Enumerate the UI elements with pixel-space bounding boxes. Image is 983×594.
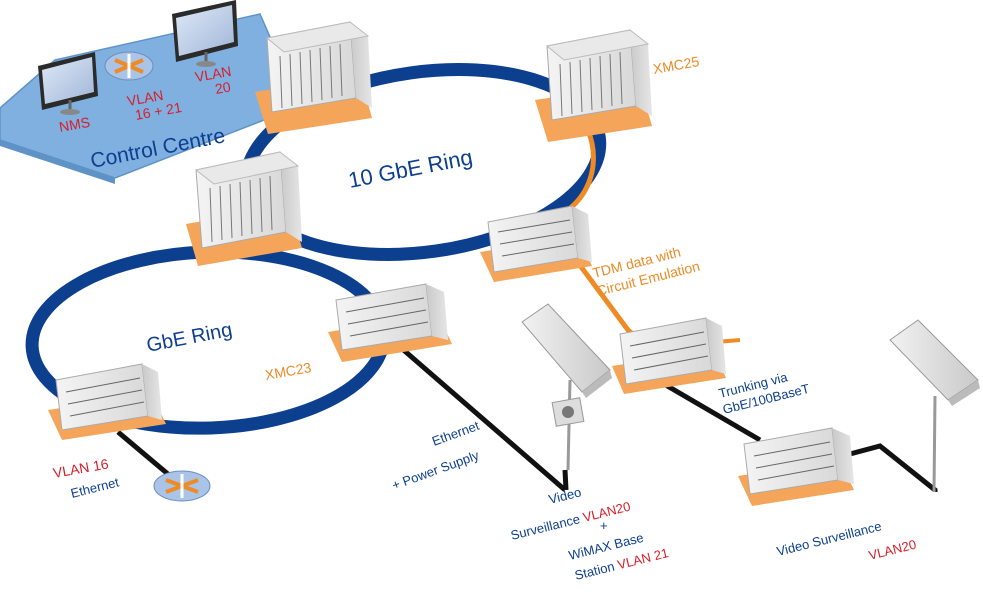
control-centre-panel <box>0 13 301 184</box>
video2-label-b: VLAN20 <box>867 537 918 563</box>
ethernet-label: Ethernet <box>69 474 121 501</box>
vlan-monitor-icon <box>172 0 238 67</box>
video-line1: Video <box>547 484 583 507</box>
nms-label: NMS <box>58 114 91 135</box>
eth-power-line1: Ethernet <box>430 418 482 449</box>
small-device-bottom-right <box>738 427 854 506</box>
rack-device-xmc25 <box>535 29 652 142</box>
xmc23-label: XMC23 <box>264 359 313 383</box>
video-line2a: Surveillance <box>509 510 585 543</box>
video-camera-unit <box>889 319 980 493</box>
vlan-b-line2: 20 <box>214 78 232 96</box>
video2-label-a: Video Surveillance <box>775 518 883 559</box>
ten-gbe-ring-label: 10 GbE Ring <box>346 144 474 193</box>
cables <box>116 338 938 492</box>
eth-power-line2: + Power Supply <box>390 447 481 493</box>
small-device-trunk <box>612 317 726 394</box>
vlan-b-line1: VLAN <box>194 63 233 85</box>
vlan-a-line1: VLAN <box>126 87 165 109</box>
xmc25-label: XMC25 <box>652 53 701 77</box>
wimax-camera-unit <box>521 303 612 471</box>
rack-device-top-left <box>255 21 372 134</box>
small-device-tdm <box>480 205 592 282</box>
small-device-gbe-left <box>48 363 166 440</box>
rack-device-mid-left <box>186 151 302 266</box>
wimax-line2a: Station <box>573 558 619 583</box>
plus-label: + <box>600 518 608 533</box>
small-device-xmc23 <box>328 283 452 362</box>
router-icon-ethernet <box>153 470 211 502</box>
nms-monitor-icon <box>38 52 98 115</box>
gbe-ring-label: GbE Ring <box>145 319 234 357</box>
vlan16-label: VLAN 16 <box>52 455 110 481</box>
router-icon <box>104 51 154 81</box>
